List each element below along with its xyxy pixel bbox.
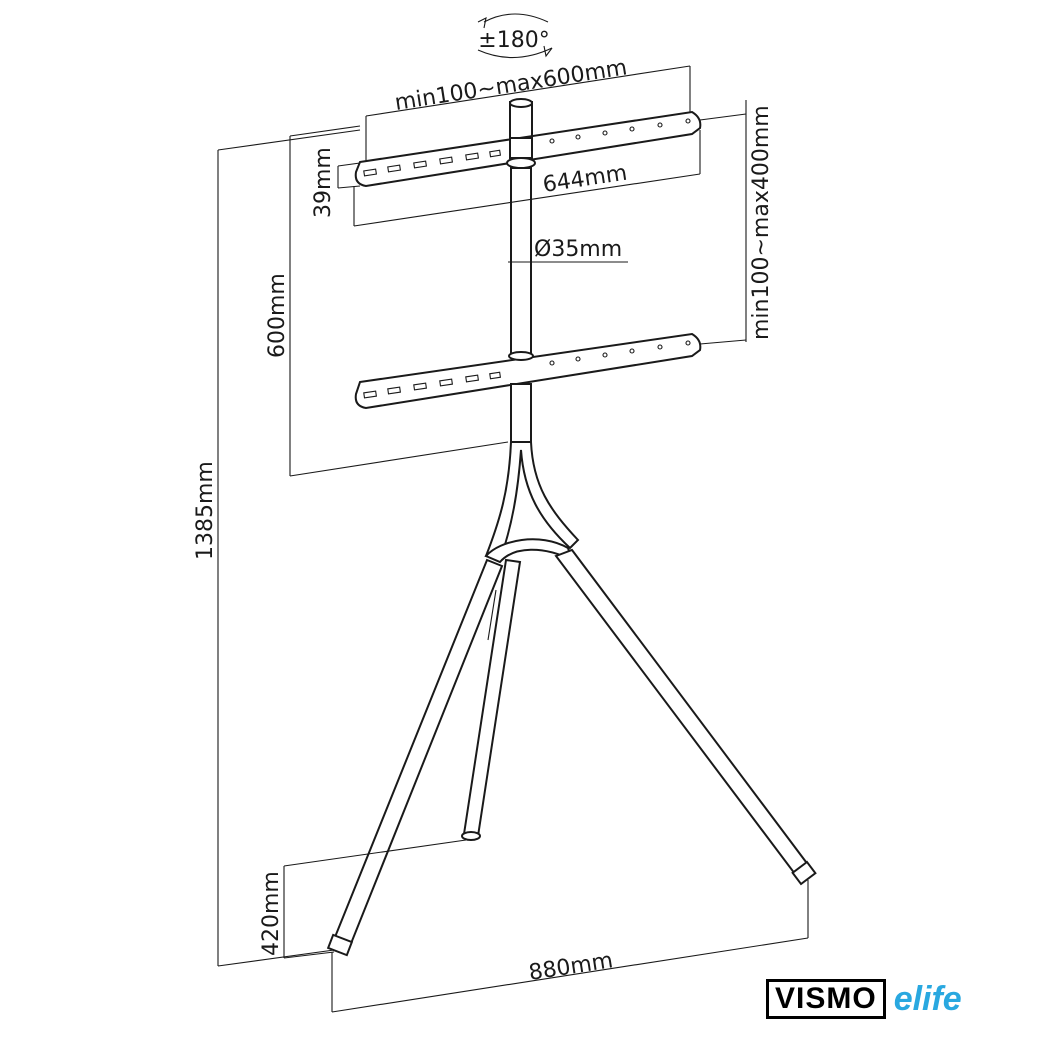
vesa-height-dimension: min100~max400mm <box>699 100 774 345</box>
pole-diameter-label: Ø35mm <box>534 237 622 262</box>
bracket-spacing-label: 600mm <box>265 273 290 358</box>
pole-cap <box>509 98 533 139</box>
tripod <box>326 441 817 957</box>
lower-bracket-slots <box>363 340 691 399</box>
bracket-length-label: 644mm <box>541 161 629 198</box>
total-height-dimension: 1385mm <box>193 129 361 967</box>
base-width-dimension: 880mm <box>331 880 809 1013</box>
rotation-label: ±180° <box>478 28 549 53</box>
bracket-height-label: 39mm <box>311 147 336 218</box>
base-width-label: 880mm <box>527 948 615 986</box>
foot-rise-label: 420mm <box>259 871 284 956</box>
pole-diameter-dimension: Ø35mm <box>508 237 628 263</box>
upper-bracket-slots <box>363 118 691 177</box>
rotation-indicator: ±180° <box>477 13 553 59</box>
lower-bracket <box>354 332 702 410</box>
brand-logo: VISMO elife <box>766 979 962 1019</box>
bracket-height-dimension: 39mm <box>311 147 361 218</box>
foot-rise-dimension: 420mm <box>259 839 467 959</box>
bracket-spacing-dimension: 600mm <box>265 125 509 477</box>
vesa-height-label: min100~max400mm <box>749 105 774 340</box>
brand-logo-vismo: VISMO <box>766 979 886 1019</box>
pole <box>506 137 536 443</box>
brand-logo-elife: elife <box>893 980 962 1018</box>
total-height-label: 1385mm <box>193 461 218 560</box>
